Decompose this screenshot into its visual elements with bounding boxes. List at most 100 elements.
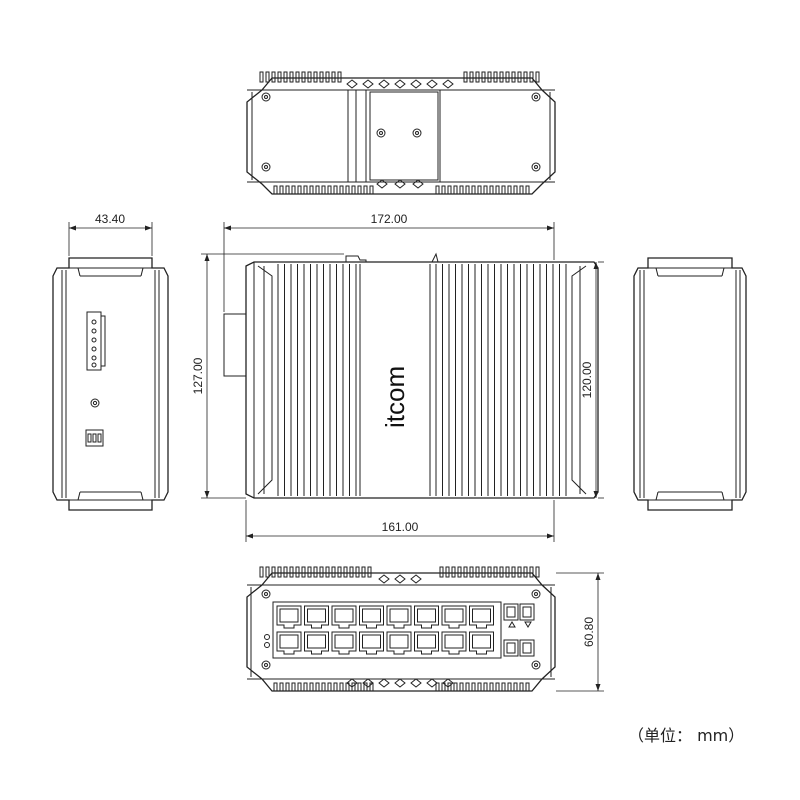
main-view: itcom [223,252,599,499]
vent-diamond [410,678,422,688]
fin [363,185,368,195]
fin [297,682,302,692]
vent-diamond [410,574,422,584]
fin [511,71,516,83]
fin [303,682,308,692]
vent-diamond [362,79,374,89]
rj45-port [276,605,302,629]
fin [445,566,450,578]
rj45-port [359,631,384,655]
fin [273,682,278,692]
fin [259,566,264,578]
brand-logo-text: itcom [380,366,410,428]
port-view-vent-diamonds-upper [378,574,422,584]
fin [507,185,512,195]
sfp-led-up [508,621,516,628]
top-view-fins-lower [273,185,530,195]
fin [285,185,290,195]
vent-diamond [394,179,406,189]
sfp-port-inner [522,642,532,654]
fin [463,71,468,83]
fin [505,566,510,578]
fin [499,71,504,83]
dimension-depth-label: 43.40 [95,212,125,226]
sfp-port [503,603,519,621]
fin [447,185,452,195]
fin [529,71,534,83]
fin [301,566,306,578]
vent-diamond [362,678,374,688]
fin [283,71,288,83]
sfp-port [503,639,519,657]
fin [259,71,264,83]
fin [487,71,492,83]
fin [535,71,540,83]
fin [517,71,522,83]
fin [337,71,342,83]
fin [483,682,488,692]
fin [481,71,486,83]
vent-diamond [378,678,390,688]
top-view-fins-upper [259,71,540,83]
fin [297,185,302,195]
dimension-height-overall: 127.00 [191,253,344,499]
fin [501,682,506,692]
fin [333,682,338,692]
fin [495,185,500,195]
fin [289,71,294,83]
right-side-view [633,257,747,511]
status-leds [264,634,270,648]
fin [295,71,300,83]
sfp-port-inner [506,606,516,618]
fin [523,71,528,83]
port-view-fins-upper [259,566,540,578]
fin [327,185,332,195]
dimension-height-overall-label: 127.00 [191,357,205,394]
vent-diamond [378,574,390,584]
fin [309,682,314,692]
fin [277,566,282,578]
vent-diamond [426,79,438,89]
fin [519,185,524,195]
fin [469,566,474,578]
left-side-view [52,257,169,511]
main-view-fins-left [277,264,357,496]
fin [307,71,312,83]
fin [343,566,348,578]
vent-diamond [442,678,454,688]
units-label: （单位： mm） [628,726,745,745]
fin [345,185,350,195]
rj45-port [386,631,412,655]
main-view-fins-right [435,264,567,496]
fin [435,682,440,692]
fin [459,185,464,195]
fin [477,185,482,195]
fin [289,566,294,578]
fin [511,566,516,578]
dimension-height-body-label: 120.00 [580,361,594,398]
rj45-port [414,605,439,629]
sfp-led-down [524,621,532,628]
din-rail-clip-profile [223,313,247,377]
rj45-port [359,605,384,629]
fin [523,566,528,578]
vent-diamond [412,179,424,189]
fin [307,566,312,578]
rj45-port [469,631,494,655]
fin [435,185,440,195]
fin [265,71,270,83]
fin [529,566,534,578]
port-view-vent-diamonds-lower [346,678,454,688]
fin [279,682,284,692]
rj45-port [331,605,357,629]
fin [363,682,368,692]
fin [489,682,494,692]
rj45-port [386,605,412,629]
dimension-depth: 43.40 [68,212,153,256]
fin [313,71,318,83]
fin [469,71,474,83]
fin [513,185,518,195]
sfp-port [519,603,535,621]
fin [339,682,344,692]
